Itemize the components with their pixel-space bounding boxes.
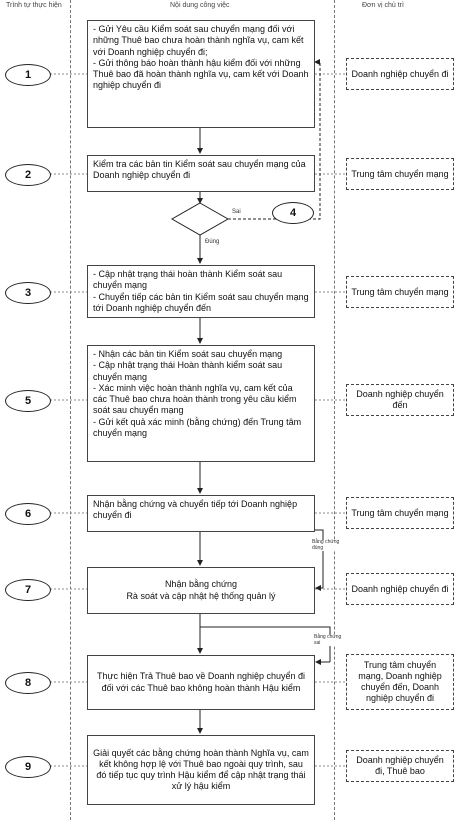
header-unit: Đơn vị chủ trì	[362, 2, 404, 9]
decision-no-label: Sai	[232, 209, 241, 215]
step-3-content: - Cập nhật trạng thái hoàn thành Kiểm so…	[87, 265, 315, 318]
step-number-5: 5	[5, 390, 51, 412]
column-divider-right	[334, 0, 335, 820]
invalid-evidence-label: Bằng chứng sai	[314, 634, 342, 646]
step-8-unit: Trung tâm chuyển mạng, Doanh nghiệp chuy…	[346, 654, 454, 710]
step-5-content: - Nhận các bản tin Kiểm soát sau chuyển …	[87, 345, 315, 462]
step-5-unit: Doanh nghiệp chuyển đến	[346, 384, 454, 416]
decision-yes-label: Đúng	[205, 239, 220, 245]
step-number-4: 4	[272, 202, 314, 224]
step-number-8: 8	[5, 672, 51, 694]
step-6-content: Nhận bằng chứng và chuyển tiếp tới Doanh…	[87, 495, 315, 532]
step-9-content: Giải quyết các bằng chứng hoàn thành Ngh…	[87, 735, 315, 805]
step-2-unit: Trung tâm chuyển mạng	[346, 158, 454, 190]
step-number-2: 2	[5, 164, 51, 186]
step-1-content: - Gửi Yêu cầu Kiểm soát sau chuyển mạng …	[87, 20, 315, 128]
step-number-1: 1	[5, 64, 51, 86]
valid-evidence-label: Bằng chứng đúng	[312, 539, 340, 551]
step-number-3: 3	[5, 282, 51, 304]
step-number-9: 9	[5, 756, 51, 778]
step-8-content: Thực hiện Trả Thuê bao về Doanh nghiệp c…	[87, 655, 315, 710]
step-2-content: Kiểm tra các bản tin Kiểm soát sau chuyể…	[87, 155, 315, 192]
step-7-unit: Doanh nghiệp chuyển đi	[346, 573, 454, 605]
step-1-unit: Doanh nghiệp chuyển đi	[346, 58, 454, 90]
step-9-unit: Doanh nghiệp chuyển đi, Thuê bao	[346, 750, 454, 782]
step-7-content: Nhận bằng chứng Rà soát và cập nhật hệ t…	[87, 567, 315, 614]
step-number-7: 7	[5, 579, 51, 601]
header-content: Nội dung công việc	[170, 2, 230, 9]
step-3-unit: Trung tâm chuyển mạng	[346, 276, 454, 308]
step-6-unit: Trung tâm chuyển mạng	[346, 497, 454, 529]
column-divider-left	[70, 0, 71, 820]
header-steps: Trình tự thực hiện	[6, 2, 62, 9]
step-number-6: 6	[5, 503, 51, 525]
